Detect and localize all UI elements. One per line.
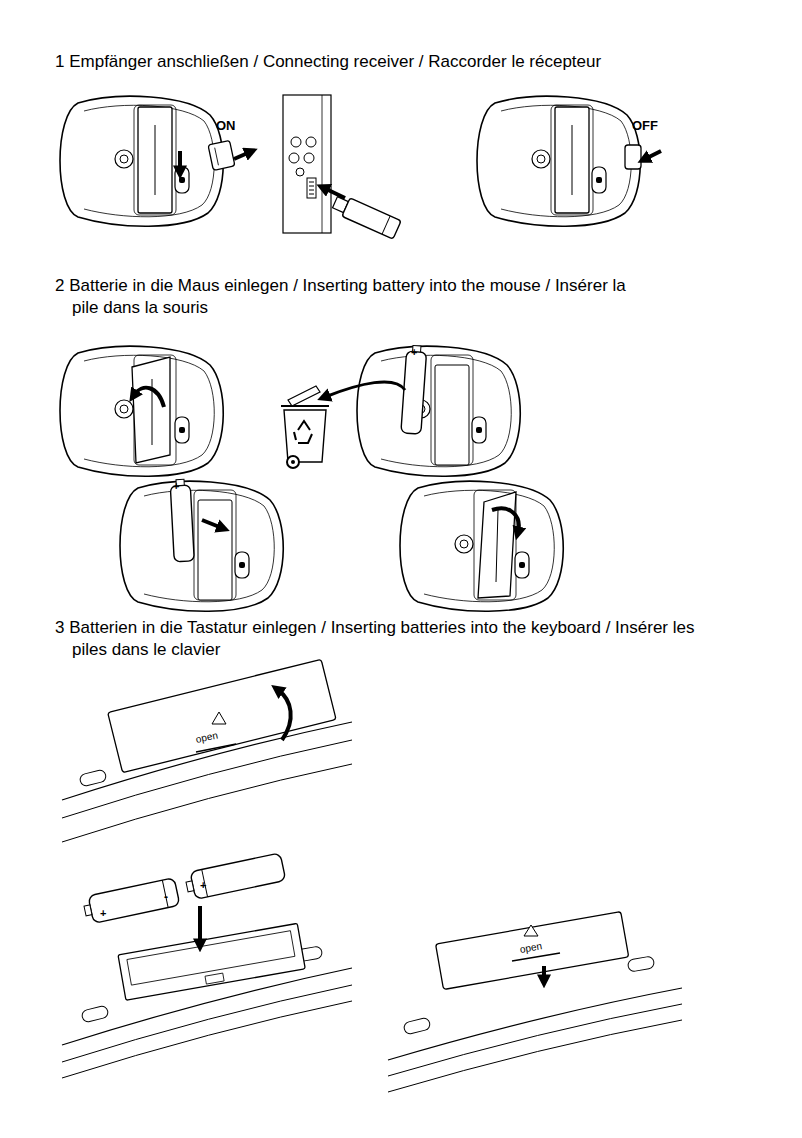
polarity-mark: + <box>173 480 179 493</box>
recycle-bin <box>281 386 329 468</box>
mouse-open-cover <box>60 346 223 476</box>
computer-port <box>283 95 401 239</box>
section-heading: 3 Batterien in die Tastatur einlegen / I… <box>55 617 702 661</box>
polarity-mark: - <box>164 890 168 904</box>
keyboard-batteries <box>62 853 352 1078</box>
mouse-close-cover <box>400 481 563 611</box>
switch-label: OFF <box>632 118 658 134</box>
switch-label: ON <box>216 118 236 134</box>
mouse-remove-battery <box>325 345 520 476</box>
keyboard-closed <box>388 912 682 1092</box>
polarity-mark: + <box>100 907 106 920</box>
polarity-mark: + <box>411 346 417 359</box>
mouse-off <box>477 96 661 226</box>
section-heading: 2 Batterie in die Maus einlegen / Insert… <box>55 275 647 319</box>
mouse-on <box>60 96 250 226</box>
polarity-mark: + <box>200 879 206 892</box>
mouse-insert-battery <box>120 479 283 611</box>
section-heading: 1 Empfänger anschließen / Connecting rec… <box>55 51 785 73</box>
keyboard-open <box>62 659 352 842</box>
